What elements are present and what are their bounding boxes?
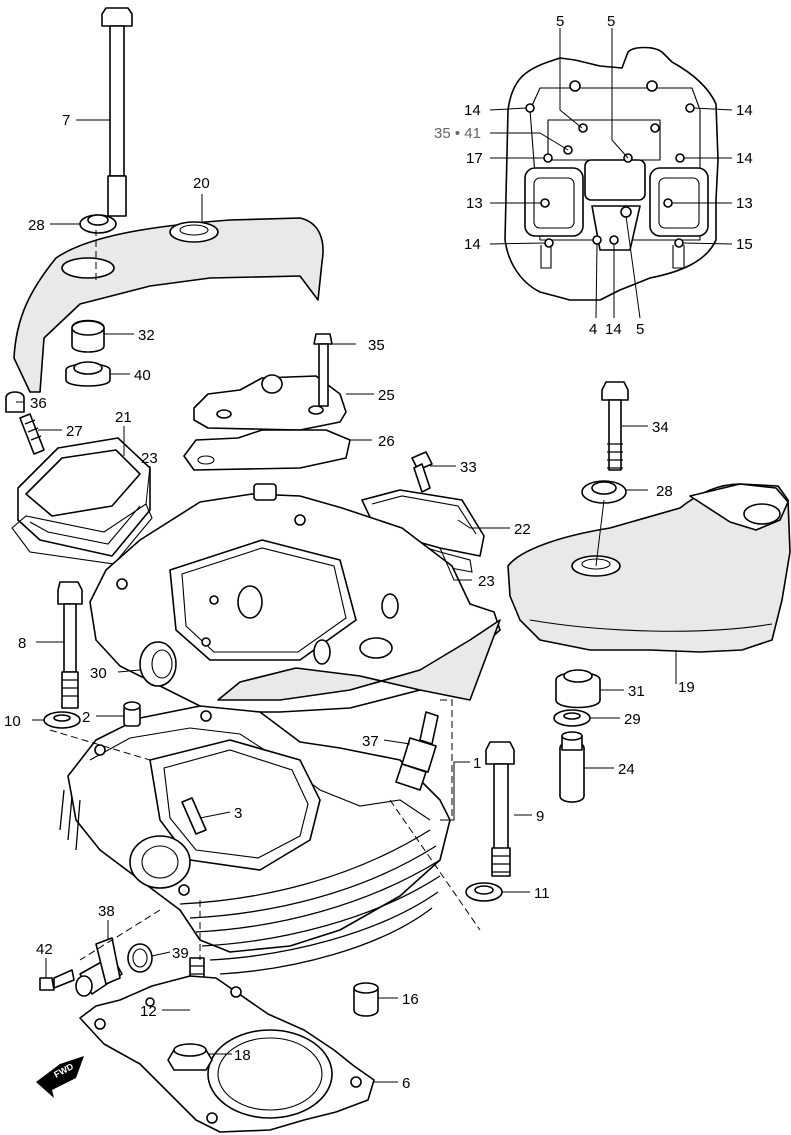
callout-32: 32 — [138, 327, 155, 344]
head-bolt-8 — [57, 581, 83, 709]
grommet-31 — [555, 669, 601, 709]
head-bolt-pattern-inset — [504, 46, 719, 301]
callout-26: 26 — [378, 433, 395, 450]
callout-5: 5 — [636, 321, 644, 338]
cover-cap-21 — [17, 437, 151, 557]
callout-5: 5 — [556, 13, 564, 30]
callout-9: 9 — [536, 808, 544, 825]
callout-14: 14 — [464, 102, 481, 119]
callout-17: 17 — [466, 150, 483, 167]
bolt-33 — [411, 451, 433, 493]
gasket-23-left — [11, 503, 153, 565]
grommet-32 — [71, 319, 105, 353]
callout-14: 14 — [605, 321, 622, 338]
callout-13: 13 — [466, 195, 483, 212]
callout-42: 42 — [36, 941, 53, 958]
union-38 — [75, 937, 123, 997]
bolt-34 — [601, 381, 629, 471]
head-bolt-9 — [485, 741, 515, 877]
dowel-pin-2 — [123, 701, 141, 727]
fwd-arrow: FWD — [36, 1056, 84, 1098]
callout-28: 28 — [656, 483, 673, 500]
spark-plug-37 — [395, 711, 439, 791]
o-ring-39 — [127, 943, 153, 973]
callout-4: 4 — [589, 321, 597, 338]
long-head-bolt-7 — [101, 7, 133, 217]
callout-27: 27 — [66, 423, 83, 440]
dowel-16 — [353, 982, 379, 1017]
callout-28: 28 — [28, 217, 45, 234]
callout-14: 14 — [736, 150, 753, 167]
callout-7: 7 — [62, 112, 70, 129]
callout-38: 38 — [98, 903, 115, 920]
callout-11: 11 — [534, 885, 550, 902]
cylinder-head-1 — [59, 483, 501, 975]
callout-21: 21 — [115, 409, 132, 426]
bolt-35-center — [313, 333, 333, 407]
stud-3 — [181, 797, 207, 835]
callout-29: 29 — [624, 711, 641, 728]
callout-3: 3 — [234, 805, 242, 822]
callout-30: 30 — [90, 665, 107, 682]
callout-5: 5 — [607, 13, 615, 30]
gasket-26 — [183, 429, 351, 471]
callout-16: 16 — [402, 991, 419, 1008]
bolt-36 — [5, 391, 25, 413]
callout-39: 39 — [172, 945, 189, 962]
nut-18 — [167, 1043, 213, 1071]
callout-25: 25 — [378, 387, 395, 404]
callout-24: 24 — [618, 761, 635, 778]
cylinder-shield-19 — [507, 483, 791, 653]
callout-33: 33 — [460, 459, 477, 476]
callout-18: 18 — [234, 1047, 251, 1064]
washer-29 — [553, 709, 591, 727]
bolt-42 — [39, 969, 75, 991]
callout-1: 1 — [473, 755, 481, 772]
callout-40: 40 — [134, 367, 151, 384]
callout-23: 23 — [478, 573, 495, 590]
callout-20: 20 — [193, 175, 210, 192]
callout-8: 8 — [18, 635, 26, 652]
washer-11 — [465, 882, 503, 902]
callout-37: 37 — [362, 733, 379, 750]
rocker-cover-shield-20 — [13, 217, 324, 393]
callout-31: 31 — [628, 683, 645, 700]
callout-36: 36 — [30, 395, 47, 412]
callout-19: 19 — [678, 679, 695, 696]
washer-28-left — [79, 214, 117, 234]
callout-15: 15 — [736, 236, 753, 253]
callout-35-41: 35 • 41 — [434, 125, 481, 142]
screw-27 — [19, 413, 45, 455]
callout-14: 14 — [464, 236, 481, 253]
collar-40 — [65, 361, 111, 387]
callout-23: 23 — [141, 450, 158, 467]
callout-34: 34 — [652, 419, 669, 436]
callout-2: 2 — [82, 709, 90, 726]
callout-12: 12 — [140, 1003, 157, 1020]
callout-22: 22 — [514, 521, 531, 538]
callout-labels: 5 5 14 14 35 • 41 17 14 13 13 14 15 4 14… — [4, 13, 753, 1092]
plug-30 — [139, 641, 177, 687]
callout-13: 13 — [736, 195, 753, 212]
callout-6: 6 — [402, 1075, 410, 1092]
washer-10 — [43, 711, 81, 729]
callout-35: 35 — [368, 337, 385, 354]
callout-10: 10 — [4, 713, 21, 730]
callout-14: 14 — [736, 102, 753, 119]
cover-25 — [193, 374, 347, 431]
spacer-24 — [559, 731, 585, 803]
leader-lines — [16, 28, 733, 1083]
washer-28-right — [581, 480, 627, 504]
